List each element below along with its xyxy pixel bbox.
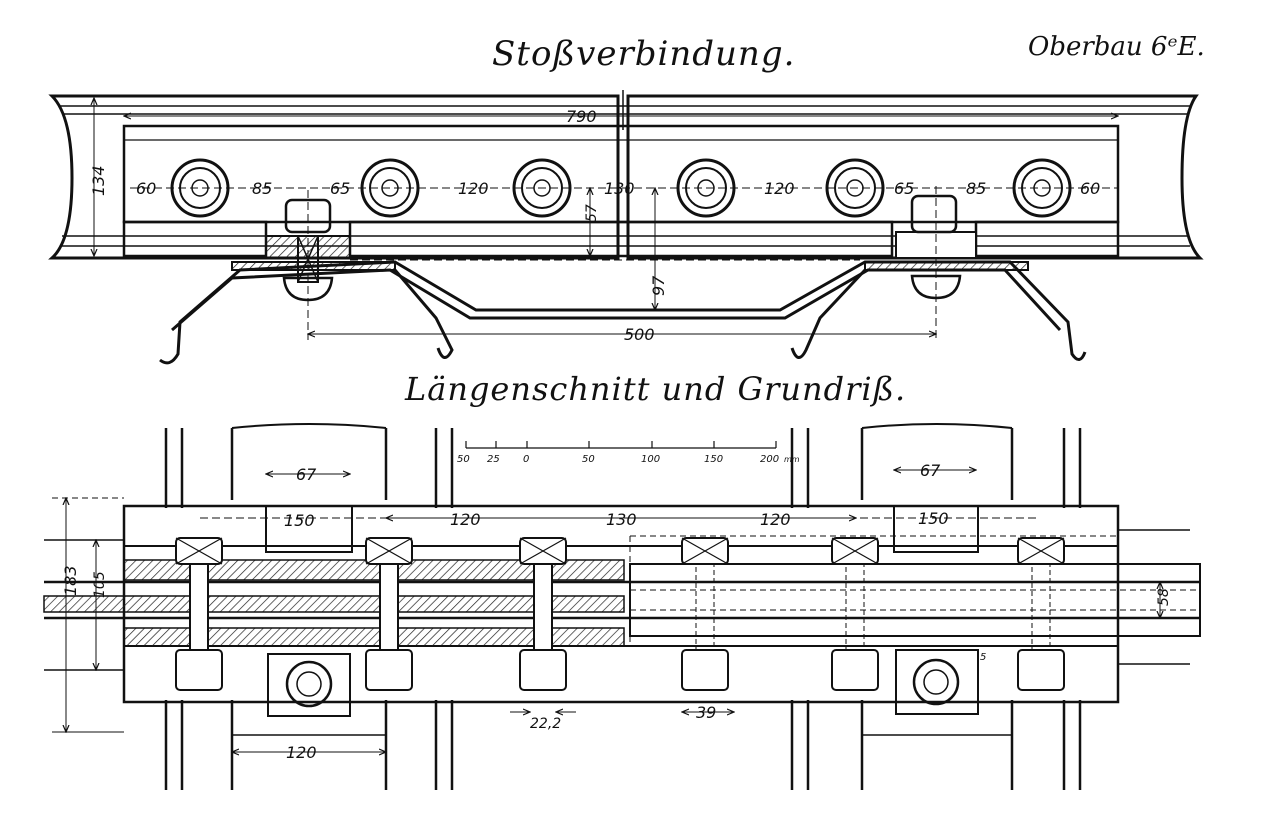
superstructure-label: Oberbau 6ᵉE. — [1028, 32, 1205, 62]
joint-title: Stoßverbindung. — [492, 34, 796, 74]
dim-overall: 790 — [566, 107, 597, 126]
scale-label-25: 25 — [487, 454, 500, 465]
dim-tie-67-right: 67 — [920, 461, 941, 480]
dim-bolt-3: 65 — [330, 179, 350, 198]
dim-spacing-120-b: 120 — [760, 510, 791, 529]
dim-spacing-120-a: 120 — [450, 510, 481, 529]
scale-label-50a: 50 — [457, 454, 470, 465]
dim-vertical-97: 97 — [649, 275, 668, 296]
dim-inner-105: 105 — [92, 571, 108, 598]
dim-tie-67-left: 67 — [296, 465, 317, 484]
scale-label-100: 100 — [641, 454, 660, 465]
dim-bolt-7: 65 — [894, 179, 914, 198]
dim-small-5: 5 — [980, 652, 986, 663]
dim-plate-150-right: 150 — [918, 509, 949, 528]
dim-span-500: 500 — [624, 325, 655, 344]
dim-rail-58: 58 — [1156, 588, 1172, 606]
dim-nut-39: 39 — [696, 703, 716, 722]
dim-tie-120: 120 — [286, 743, 317, 762]
section-title: Längenschnitt und Grundriß. — [405, 370, 907, 408]
dim-bolt-6: 120 — [764, 179, 795, 198]
dim-plate-150-left: 150 — [284, 511, 315, 530]
scale-label-50: 50 — [582, 454, 595, 465]
scale-label-150: 150 — [704, 454, 723, 465]
dim-total-183: 183 — [61, 565, 80, 596]
scale-unit: mm — [784, 455, 800, 464]
scale-bar — [465, 441, 777, 449]
scale-label-0: 0 — [523, 454, 529, 465]
dim-bolt-2: 85 — [252, 179, 272, 198]
dim-height: 134 — [89, 165, 108, 196]
scale-label-200: 200 — [760, 454, 779, 465]
dim-bolt-5: 130 — [604, 179, 635, 198]
dim-bolt-4: 120 — [458, 179, 489, 198]
dim-vertical-57: 57 — [584, 204, 600, 222]
dim-bolt-222: 22,2 — [530, 716, 561, 732]
dim-bolt-9: 60 — [1080, 179, 1100, 198]
dim-bolt-8: 85 — [966, 179, 986, 198]
dim-spacing-130: 130 — [606, 510, 637, 529]
dim-bolt-1: 60 — [136, 179, 156, 198]
joint-elevation: 790 134 60 85 65 120 130 120 65 85 60 57… — [48, 90, 1204, 365]
section-and-plan: 50 25 0 50 100 150 200 mm 67 67 150 150 … — [43, 423, 1201, 790]
